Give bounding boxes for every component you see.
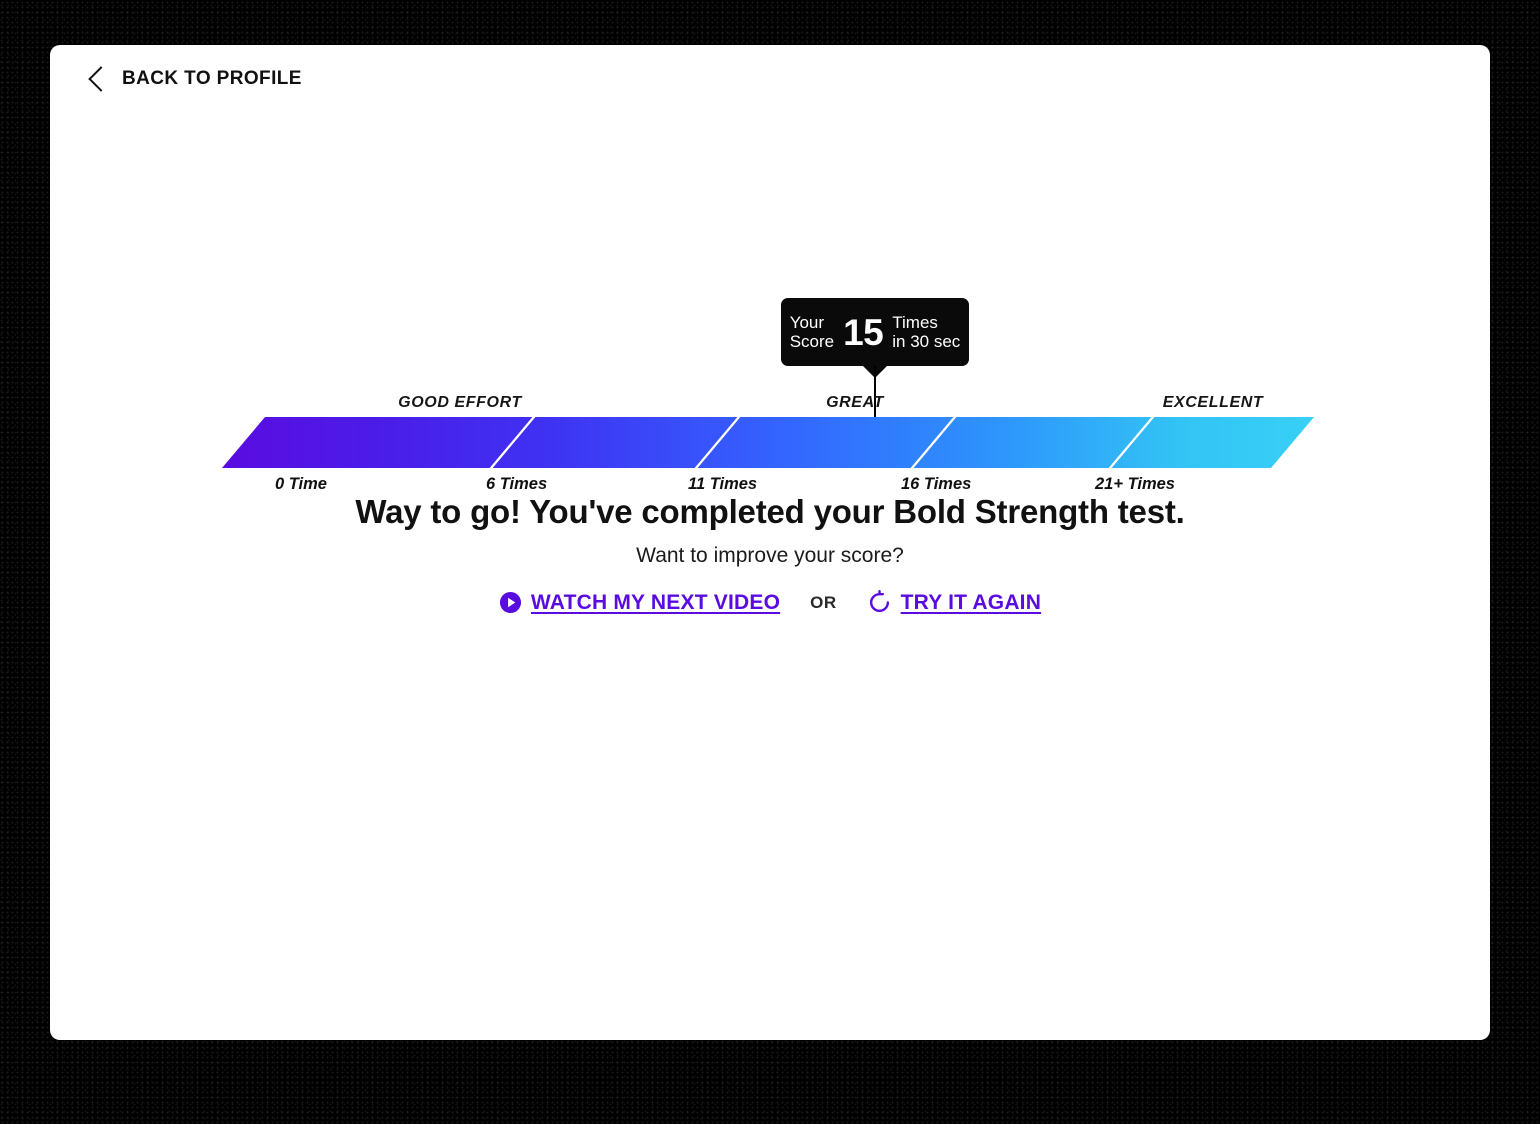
try-again-link[interactable]: TRY IT AGAIN [867, 590, 1041, 615]
tooltip-score-value: 15 [843, 311, 884, 353]
tick-label-3: 16 Times [901, 475, 972, 493]
tick-label-1: 6 Times [486, 475, 548, 493]
try-again-label: TRY IT AGAIN [900, 590, 1042, 614]
result-subhead: Want to improve your score? [636, 544, 904, 567]
watch-next-video-label: WATCH MY NEXT VIDEO [530, 590, 781, 614]
band-label-excellent: EXCELLENT [1162, 394, 1264, 411]
back-to-profile-button[interactable]: BACK TO PROFILE [88, 65, 302, 92]
score-marker-stem [874, 366, 876, 419]
result-headline: Way to go! You've completed your Bold St… [355, 493, 1185, 530]
watch-next-video-link[interactable]: WATCH MY NEXT VIDEO [499, 591, 780, 615]
band-label-great: GREAT [826, 394, 884, 411]
score-meter: Your Score 15 Times in 30 sec GOOD EFFOR… [50, 195, 1490, 495]
score-tooltip: Your Score 15 Times in 30 sec [781, 298, 969, 378]
tick-label-0: 0 Time [275, 475, 327, 493]
score-gradient-bar [222, 417, 1314, 468]
refresh-icon [869, 590, 889, 612]
gradient-fill [222, 417, 1314, 468]
tooltip-right-label: Times in 30 sec [892, 313, 961, 351]
back-to-profile-label: BACK TO PROFILE [122, 68, 302, 89]
or-separator-label: OR [810, 592, 837, 612]
result-card: BACK TO PROFILE Your Score 15 Times in 3… [50, 45, 1490, 1040]
chevron-left-icon [88, 65, 114, 92]
play-circle-icon [499, 591, 521, 614]
tooltip-left-label: Your Score [789, 313, 835, 351]
action-links: WATCH MY NEXT VIDEO OR TRY IT AGAIN [50, 590, 1490, 615]
tick-label-2: 11 Times [688, 475, 758, 493]
tick-label-4: 21+ Times [1095, 475, 1175, 493]
band-label-good-effort: GOOD EFFORT [398, 394, 522, 411]
